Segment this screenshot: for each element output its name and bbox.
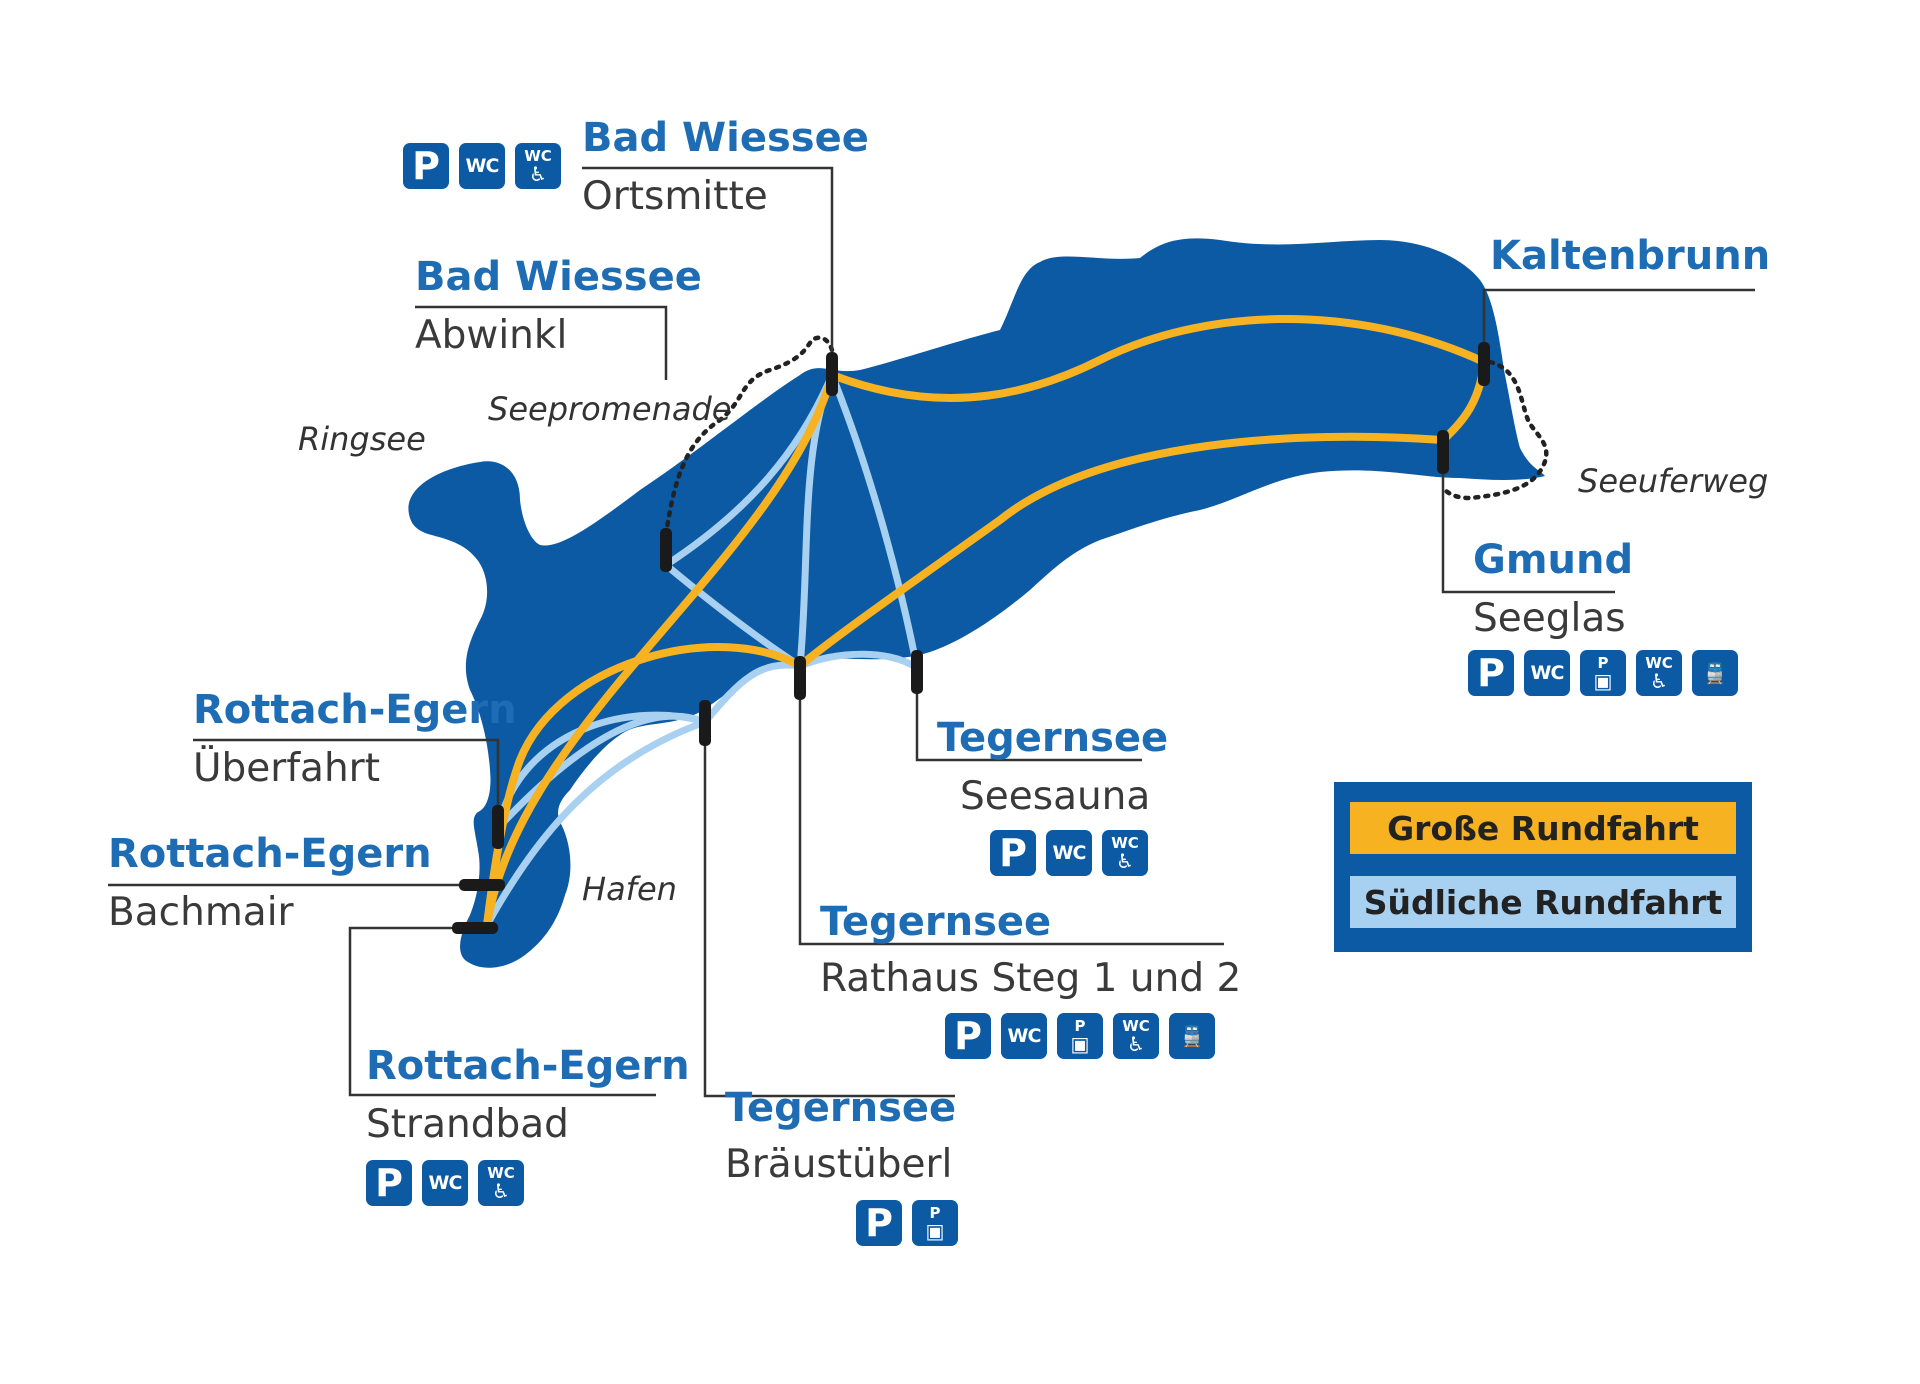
ortsmitte-amenities: P WC WC♿: [403, 143, 561, 189]
stop-sub-bachmair: Bachmair: [108, 890, 294, 935]
stop-sub-ortsmitte: Ortsmitte: [582, 174, 768, 219]
wc-icon: WC: [459, 143, 505, 189]
wc-icon: WC: [1046, 830, 1092, 876]
pier-abwinkl: [660, 528, 672, 572]
pier-braeustueberl: [699, 700, 711, 746]
wc-icon: WC: [422, 1160, 468, 1206]
train-icon: 🚆: [1169, 1013, 1215, 1059]
place-seeuferweg: Seeuferweg: [1578, 462, 1769, 500]
stop-title-rottach-ueberfahrt[interactable]: Rottach-Egern: [193, 687, 517, 733]
wc-icon: WC: [1524, 650, 1570, 696]
pier-seesauna: [911, 650, 923, 694]
stop-title-tegernsee-seesauna[interactable]: Tegernsee: [937, 715, 1169, 761]
stop-title-kaltenbrunn[interactable]: Kaltenbrunn: [1490, 233, 1771, 279]
strandbad-amenities: P WC WC♿: [366, 1160, 524, 1206]
bus-parking-icon: P▣: [1057, 1013, 1103, 1059]
legend-suedliche-rundfahrt[interactable]: Südliche Rundfahrt: [1350, 876, 1736, 928]
lake-shape: [408, 238, 1546, 968]
stop-title-rottach-strandbad[interactable]: Rottach-Egern: [366, 1043, 690, 1089]
braeustueberl-amenities: P P▣: [856, 1200, 958, 1246]
leader-lines: [108, 166, 1755, 1098]
place-seepromenade: Seepromenade: [488, 390, 732, 428]
pier-bachmair: [459, 879, 505, 891]
parking-icon: P: [945, 1013, 991, 1059]
stop-title-tegernsee-rathaus[interactable]: Tegernsee: [820, 899, 1052, 945]
accessible-wc-icon: WC♿: [515, 143, 561, 189]
parking-icon: P: [1468, 650, 1514, 696]
parking-icon: P: [990, 830, 1036, 876]
rathaus-amenities: P WC P▣ WC♿ 🚆: [945, 1013, 1215, 1059]
seepromenade-path: [663, 335, 835, 538]
bus-parking-icon: P▣: [912, 1200, 958, 1246]
pier-ueberfahrt: [492, 805, 504, 849]
parking-icon: P: [403, 143, 449, 189]
stop-sub-strandbad: Strandbad: [366, 1102, 569, 1147]
stop-sub-seeglas: Seeglas: [1473, 596, 1626, 641]
stop-title-rottach-bachmair[interactable]: Rottach-Egern: [108, 831, 432, 877]
wc-icon: WC: [1001, 1013, 1047, 1059]
stop-title-gmund[interactable]: Gmund: [1473, 537, 1634, 583]
accessible-wc-icon: WC♿: [1113, 1013, 1159, 1059]
pier-gmund: [1437, 430, 1449, 474]
stop-sub-ueberfahrt: Überfahrt: [193, 746, 381, 791]
stop-sub-abwinkl: Abwinkl: [415, 313, 568, 358]
stop-title-bad-wiessee-ortsmitte[interactable]: Bad Wiessee: [582, 115, 869, 161]
route-legend: Große Rundfahrt Südliche Rundfahrt: [1334, 782, 1752, 952]
pier-kaltenbrunn: [1478, 342, 1490, 386]
legend-grosse-rundfahrt[interactable]: Große Rundfahrt: [1350, 802, 1736, 854]
grosse-route: [483, 314, 1488, 929]
place-ringsee: Ringsee: [298, 420, 426, 458]
bus-parking-icon: P▣: [1580, 650, 1626, 696]
seeuferweg-path: [1440, 359, 1549, 501]
pier-markers: [452, 342, 1490, 934]
accessible-wc-icon: WC♿: [1636, 650, 1682, 696]
pier-ortsmitte: [826, 352, 838, 396]
stop-sub-rathaus: Rathaus Steg 1 und 2: [820, 956, 1242, 1001]
stop-title-tegernsee-braeustueberl[interactable]: Tegernsee: [725, 1085, 957, 1131]
pier-rathaus: [794, 656, 806, 700]
stop-title-bad-wiessee-abwinkl[interactable]: Bad Wiessee: [415, 254, 702, 300]
parking-icon: P: [366, 1160, 412, 1206]
train-icon: 🚆: [1692, 650, 1738, 696]
accessible-wc-icon: WC♿: [1102, 830, 1148, 876]
seesauna-amenities: P WC WC♿: [990, 830, 1148, 876]
stop-sub-braeustueberl: Bräustüberl: [725, 1142, 953, 1187]
pier-strandbad: [452, 922, 498, 934]
parking-icon: P: [856, 1200, 902, 1246]
place-hafen: Hafen: [582, 870, 677, 908]
accessible-wc-icon: WC♿: [478, 1160, 524, 1206]
gmund-amenities: P WC P▣ WC♿ 🚆: [1468, 650, 1738, 696]
stop-sub-seesauna: Seesauna: [960, 774, 1151, 819]
